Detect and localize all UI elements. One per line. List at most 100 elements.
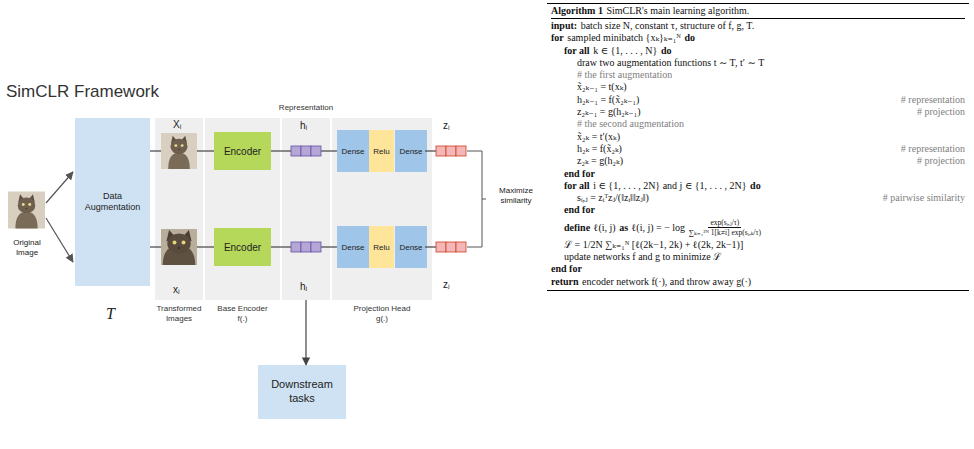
- algorithm-line: update networks f and g to minimize ℒ: [551, 251, 965, 263]
- keyword: for all: [564, 180, 590, 192]
- code-text: x̃₂ₖ = t′(xₖ): [577, 131, 620, 143]
- keyword: Algorithm 1: [551, 4, 603, 18]
- wire: [197, 246, 203, 247]
- original-image: [8, 192, 45, 229]
- box-label: Encoder: [224, 146, 261, 157]
- code-text: h₂ₖ₋₁ = f(x̃₂ₖ₋₁): [577, 94, 639, 106]
- wire: [282, 150, 291, 151]
- code-text: draw two augmentation functions t ∼ T, t…: [577, 57, 764, 69]
- code-text: SimCLR's main learning algorithm.: [606, 4, 749, 18]
- transformed-image: [161, 229, 197, 265]
- algorithm-line: draw two augmentation functions t ∼ T, t…: [551, 57, 965, 69]
- dense-layer: Dense: [337, 226, 369, 268]
- projection-panel: Projection Head g(.)DenseReluDenseDenseR…: [332, 118, 432, 300]
- variable-label: zⱼ: [443, 279, 450, 291]
- relu-layer: Relu: [369, 226, 394, 268]
- algorithm-line: x̃₂ₖ = t′(xₖ): [551, 131, 965, 143]
- comment: # pairwise similarity: [883, 192, 965, 204]
- variable-label: hⱼ: [300, 281, 307, 293]
- algorithm-line: input: batch size N, constant τ, structur…: [551, 20, 965, 32]
- variable-label: zᵢ: [443, 120, 450, 132]
- algorithm-line: h₂ₖ₋₁ = f(x̃₂ₖ₋₁) # representation: [551, 94, 965, 106]
- keyword: do: [750, 180, 761, 192]
- comment: # projection: [917, 155, 965, 167]
- wire: [282, 246, 291, 247]
- code-text: update networks f and g to minimize ℒ: [564, 251, 721, 263]
- keyword: end for: [564, 204, 595, 216]
- algorithm-line: # the second augmentation: [551, 118, 965, 130]
- code-text: i ∈ {1, . . . , 2N} and j ∈ {1, . . . , …: [593, 180, 746, 192]
- panel-caption: Transformed Images: [151, 304, 207, 323]
- code-text: batch size N, constant τ, structure of f…: [581, 20, 755, 32]
- algorithm-line: returnencoder network f(·), and throw aw…: [551, 276, 965, 288]
- wire: [425, 246, 436, 247]
- box-label: Relu: [373, 243, 389, 252]
- box-label: Downstream tasks: [261, 378, 343, 406]
- connector: [203, 246, 214, 247]
- code-text: k ∈ {1, . . . , N}: [593, 45, 657, 57]
- label-wrap: hᵢ: [300, 120, 307, 132]
- variable-label: Xᵢ: [173, 119, 181, 131]
- label-wrap: hⱼ: [300, 281, 307, 293]
- code-text: x̃₂ₖ₋₁ = t(xₖ): [577, 81, 627, 93]
- label-wrap: xⱼ: [173, 284, 180, 296]
- keyword: do: [661, 45, 672, 57]
- connector: [150, 246, 155, 247]
- algorithm-line: end for: [551, 204, 965, 216]
- algorithm-line: forsampled minibatch {xₖ}ₖ₌₁ᴺdo: [551, 32, 965, 44]
- keyword: do: [684, 32, 695, 44]
- panel-label: Transformed Images: [151, 304, 207, 323]
- wire: [155, 150, 161, 151]
- comment: # projection: [917, 106, 965, 118]
- label-wrap: Maximize similarity: [489, 186, 543, 205]
- label-wrap: T: [106, 304, 115, 323]
- keyword: define: [564, 222, 590, 234]
- connector: [305, 300, 306, 365]
- variable-label: xⱼ: [173, 284, 180, 296]
- algorithm-line: x̃₂ₖ₋₁ = t(xₖ): [551, 81, 965, 93]
- panel-label: Projection Head g(.): [350, 304, 414, 323]
- algorithm-line: for allk ∈ {1, . . . , N}do: [551, 45, 965, 57]
- fraction: exp(sᵢ,ⱼ/τ)∑ₖ₌₁²ᴺ 1[k≠i] exp(sᵢ,ₖ/τ): [689, 218, 762, 237]
- box-label: Data Augmentation: [78, 191, 147, 213]
- code-text: sᵢ,ⱼ = zᵢᵀzⱼ/(‖zᵢ‖‖zⱼ‖): [577, 192, 649, 204]
- variable-label: hᵢ: [300, 120, 307, 132]
- diagram-title: SimCLR Framework: [6, 82, 159, 101]
- objective-label: Maximize similarity: [489, 186, 543, 205]
- connector: [203, 150, 214, 151]
- downstream-box: Downstream tasks: [258, 365, 346, 419]
- box-label: Encoder: [224, 242, 261, 253]
- wire: [197, 150, 203, 151]
- similarity-bracket: [467, 151, 486, 247]
- wire: [425, 150, 436, 151]
- comment: # the second augmentation: [577, 118, 684, 130]
- code-text: ℓ(i, j) = − log: [632, 222, 686, 234]
- panel-caption: Representation: [271, 103, 341, 113]
- algorithm-line: sᵢ,ⱼ = zᵢᵀzⱼ/(‖zᵢ‖‖zⱼ‖) # pairwise simila…: [551, 192, 965, 204]
- code-text: encoder network f(·), and throw away g(·…: [582, 276, 751, 288]
- comment: # representation: [901, 94, 965, 106]
- code-text: ℒ = 1/2N ∑ₖ₌₁ᴺ [ℓ(2k−1, 2k) + ℓ(2k, 2k−1…: [564, 239, 743, 251]
- panel-caption: Base Encoder f(.): [215, 304, 271, 323]
- augmentation-symbol: T: [106, 304, 115, 323]
- panel-label: Base Encoder f(.): [215, 304, 271, 323]
- comment: # representation: [901, 143, 965, 155]
- augment-arrow: [46, 218, 73, 262]
- dense-layer: Dense: [337, 130, 369, 172]
- algorithm-line: ℒ = 1/2N ∑ₖ₌₁ᴺ [ℓ(2k−1, 2k) + ℓ(2k, 2k−1…: [551, 239, 965, 251]
- code-text: ℓ(i, j): [594, 222, 616, 234]
- keyword: input:: [551, 20, 577, 32]
- connector: [330, 246, 337, 247]
- algorithm-line: z₂ₖ = g(h₂ₖ)# projection: [551, 155, 965, 167]
- box-label: Relu: [373, 147, 389, 156]
- box-label: Dense: [399, 243, 422, 252]
- projection-vector: [436, 146, 466, 156]
- dense-layer: Dense: [395, 226, 427, 268]
- algorithm-title: Algorithm 1SimCLR's main learning algori…: [551, 4, 965, 19]
- wire: [321, 150, 330, 151]
- numerator: exp(sᵢ,ⱼ/τ): [708, 218, 741, 228]
- box-label: Dense: [399, 147, 422, 156]
